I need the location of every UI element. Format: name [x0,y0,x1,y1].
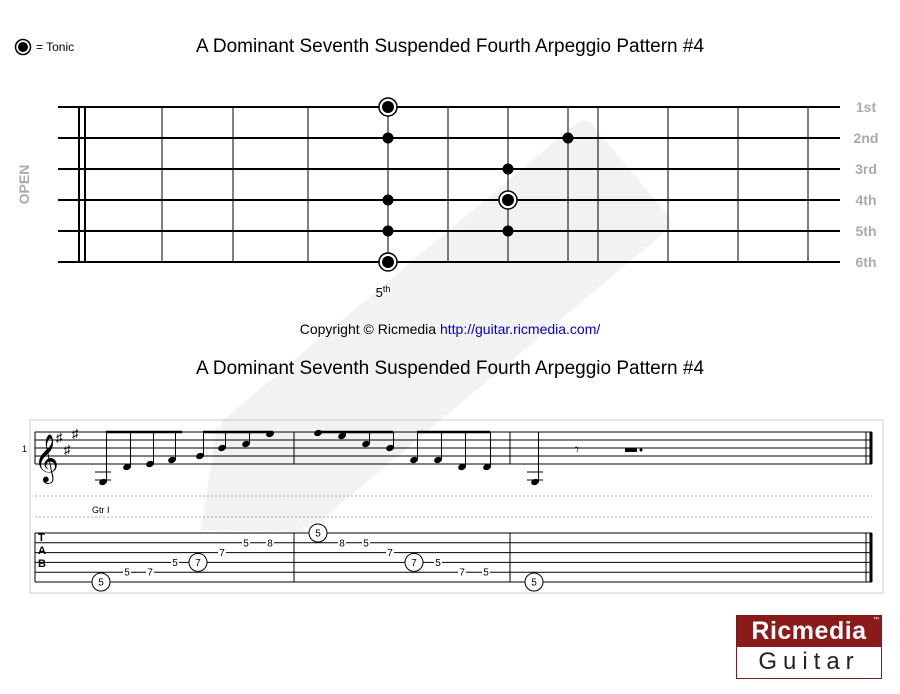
note-head [386,444,394,452]
tab-note-bg [123,566,131,577]
tonic-legend: = Tonic [14,38,74,56]
note-dot [502,163,514,175]
notation-title: A Dominant Seventh Suspended Fourth Arpe… [195,358,705,379]
fret-number: 5 [376,285,383,300]
tab-fret-number: 5 [531,578,537,589]
tab-fret-number: 5 [483,568,489,579]
notation-frame [29,419,884,594]
tab-note-circle [188,552,208,572]
tab-fret-number: 5 [98,578,104,589]
tab-fret-number: 7 [411,558,417,569]
logo-tm: ™ [873,617,879,623]
tab-note-bg [146,566,154,577]
note-head [483,463,491,471]
tab-note-circle [524,572,544,592]
tab-note-bg [338,536,346,547]
key-sharp: ♯ [64,442,71,457]
logo-line2: Guitar [737,647,881,677]
note-dot [382,194,394,206]
string-label: 3rd [855,161,877,177]
open-label: OPEN [16,165,32,205]
tab-note-bg [434,556,442,567]
tab-note-circle [308,523,328,543]
rest-dot [639,448,643,452]
note-head [338,432,346,440]
copyright-text: Copyright © Ricmedia [299,321,437,337]
tab-letter: T [38,532,45,544]
legend-label: = Tonic [36,40,75,54]
page-title: A Dominant Seventh Suspended Fourth Arpe… [195,36,705,57]
fretboard-diagram: 1st 2nd 3rd 4th 5th 6th OPEN 5th [16,97,879,300]
tab-note-bg [242,536,250,547]
note-head [123,463,131,471]
tab-fret-number: 5 [124,568,130,579]
tab-fret-number: 5 [243,538,249,549]
tab-letter: B [38,558,46,570]
note-head [168,456,176,464]
tonic-dot [382,101,394,113]
tonic-dot [502,194,514,206]
string-label: 6th [856,254,877,270]
measure-number: 1 [22,444,27,454]
note-dot [382,132,394,144]
key-sharp: ♯ [72,426,79,441]
tab-fret-number: 7 [147,568,153,579]
eighth-rest-icon: 𝄾 [575,442,579,459]
note-head [146,460,154,468]
tab-note-circle [91,572,111,592]
tab-fret-number: 7 [219,548,225,559]
note-dot [562,132,574,144]
copyright-line: Copyright © Ricmedia http://guitar.ricme… [0,321,900,337]
tab-note-bg [482,566,490,577]
tab-fret-number: 8 [339,538,345,549]
logo-line1: Ricmedia [737,616,881,647]
tab-fret-number: 7 [195,558,201,569]
tab-fret-number: 7 [459,568,465,579]
tab-fret-number: 5 [435,558,441,569]
copyright-link[interactable]: http://guitar.ricmedia.com/ [439,321,601,337]
tab-fret-number: 5 [315,529,321,540]
note-head [410,456,418,464]
note-head [362,440,370,448]
note-dot [382,225,394,237]
note-head [99,478,107,486]
fret-suffix: th [383,284,391,294]
tab-fret-number: 8 [267,538,273,549]
note-head [196,452,204,460]
tab-note-bg [362,536,370,547]
ricmedia-guitar-logo: Ricmedia Guitar ™ [736,615,882,679]
note-head [314,429,322,437]
note-head [242,440,250,448]
note-head [458,463,466,471]
guitar-label: Gtr I [92,505,110,515]
treble-clef-icon: 𝄞 [34,434,59,484]
note-head [434,456,442,464]
tab-letter: A [38,545,46,557]
tab-note-bg [386,546,394,557]
key-sharp: ♯ [56,430,63,445]
tab-note-bg [218,546,226,557]
note-head [218,444,226,452]
tab-fret-number: 5 [363,538,369,549]
tab-fret-number: 7 [387,548,393,559]
tab-note-bg [171,556,179,567]
tonic-marker-icon [14,38,32,56]
string-label: 5th [856,223,877,239]
tab-note-bg [458,566,466,577]
string-label: 4th [856,192,877,208]
note-dot [502,225,514,237]
tab-fret-number: 5 [172,558,178,569]
fret-marker: 5th [376,284,391,300]
string-label: 2nd [854,130,879,146]
tonic-dot [382,256,394,268]
tab-note-circle [404,552,424,572]
half-rest-icon [625,448,637,452]
tab-note-bg [266,536,274,547]
note-head [531,478,539,486]
string-label: 1st [856,99,877,115]
